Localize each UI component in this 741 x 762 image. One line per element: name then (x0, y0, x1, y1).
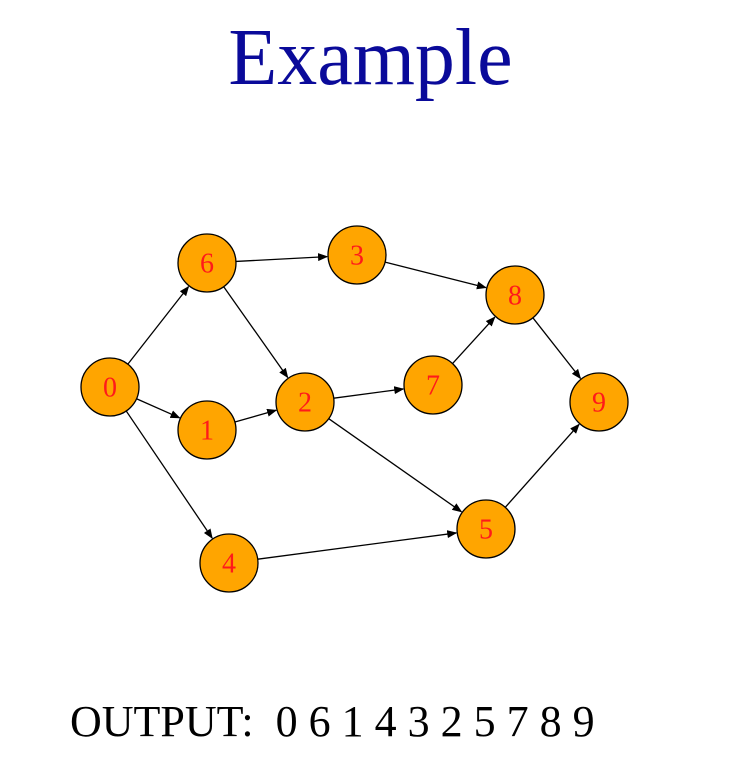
node-label-3: 3 (350, 241, 364, 272)
edge-3-8 (384, 261, 487, 290)
edge-4-5 (257, 530, 458, 560)
edge-6-2 (223, 286, 289, 379)
node-2: 2 (275, 372, 335, 432)
edge-0-1 (136, 398, 181, 419)
edge-6-3 (235, 253, 329, 263)
node-label-1: 1 (200, 416, 214, 447)
edge-0-4 (125, 410, 213, 539)
node-5: 5 (456, 499, 516, 559)
node-circle-2 (275, 372, 335, 432)
node-circle-7 (403, 355, 463, 415)
node-6: 6 (177, 233, 237, 293)
node-label-9: 9 (592, 388, 606, 419)
node-0: 0 (80, 357, 140, 417)
node-circle-9 (569, 372, 629, 432)
node-circle-3 (327, 225, 387, 285)
edge-8-9 (532, 317, 582, 380)
slide-title: Example (228, 14, 513, 102)
node-label-7: 7 (426, 371, 440, 402)
edge-2-5 (328, 418, 463, 513)
node-circle-5 (456, 499, 516, 559)
output-sequence: 0 6 1 4 3 2 5 7 8 9 (275, 697, 595, 746)
node-circle-4 (199, 533, 259, 593)
edge-0-6 (127, 285, 190, 365)
edge-7-8 (452, 316, 496, 365)
output-label: OUTPUT: (70, 697, 254, 746)
node-circle-0 (80, 357, 140, 417)
node-label-8: 8 (508, 281, 522, 312)
dag-diagram: 0 1 2 3 4 5 6 7 8 9 (80, 225, 629, 593)
node-3: 3 (327, 225, 387, 285)
node-1: 1 (177, 400, 237, 460)
node-label-5: 5 (479, 515, 493, 546)
node-9: 9 (569, 372, 629, 432)
node-circle-6 (177, 233, 237, 293)
node-label-6: 6 (200, 249, 214, 280)
node-4: 4 (199, 533, 259, 593)
output-line: OUTPUT: 0 6 1 4 3 2 5 7 8 9 (70, 700, 595, 744)
node-8: 8 (485, 265, 545, 325)
node-circle-8 (485, 265, 545, 325)
node-label-2: 2 (298, 388, 312, 419)
node-label-4: 4 (222, 549, 236, 580)
node-circle-1 (177, 400, 237, 460)
node-label-0: 0 (103, 373, 117, 404)
node-7: 7 (403, 355, 463, 415)
edge-5-9 (504, 423, 580, 508)
edge-2-7 (333, 386, 405, 399)
edge-1-2 (234, 408, 278, 423)
